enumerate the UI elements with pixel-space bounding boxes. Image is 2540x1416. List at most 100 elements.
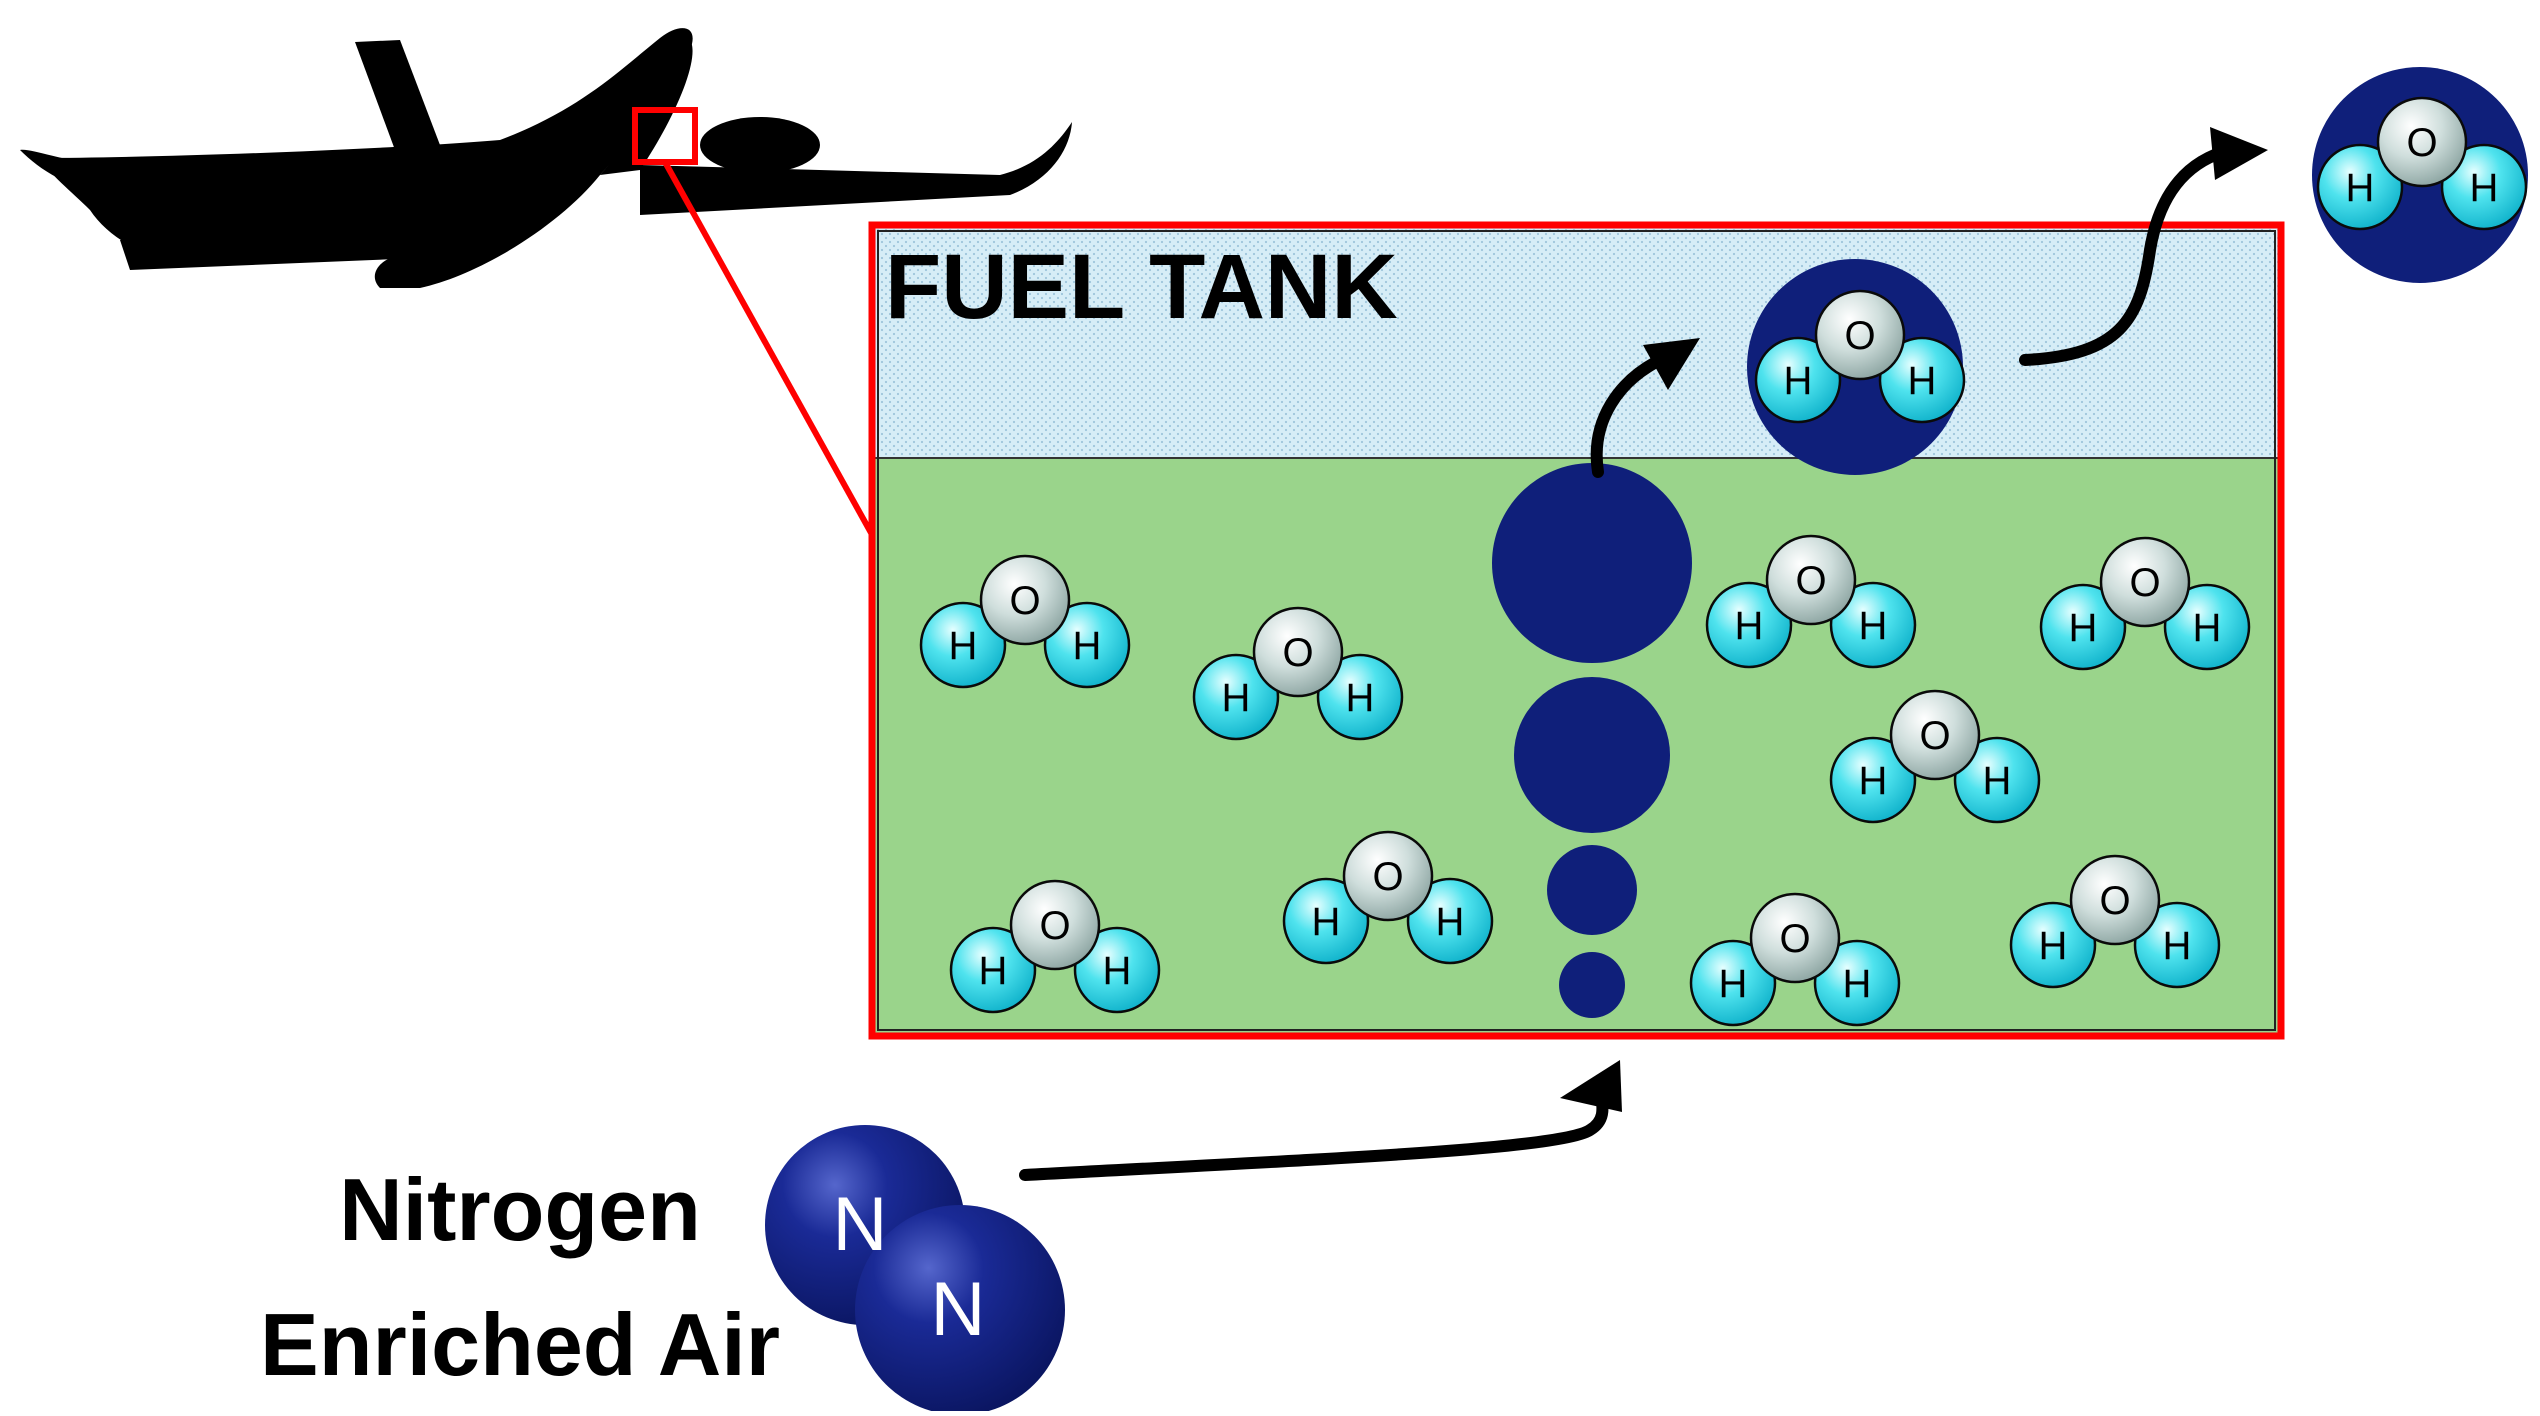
hydrogen-atom-label: H: [1103, 949, 1132, 993]
hydrogen-atom-label: H: [1073, 624, 1102, 668]
water-molecule-icon: H HO: [2316, 96, 2528, 231]
hydrogen-atom-label: H: [2163, 924, 2192, 968]
oxygen-atom-label: O: [1795, 559, 1826, 603]
water-molecule-icon: H HO: [1282, 830, 1494, 965]
water-molecule-icon: H HO: [1192, 606, 1404, 741]
water-molecule-icon: H HO: [2039, 536, 2251, 671]
hydrogen-atom: [1705, 581, 1793, 669]
nitrogen-bubbles: [1492, 463, 1692, 1018]
oxygen-atom: [1009, 879, 1101, 971]
water-molecule-icon: H HO: [919, 554, 1131, 689]
oxygen-atom: [1749, 892, 1841, 984]
oxygen-atom: [1765, 534, 1857, 626]
oxygen-atom-label: O: [1372, 855, 1403, 899]
aircraft-silhouette-icon: [20, 28, 1072, 288]
hydrogen-atom-label: H: [1859, 759, 1888, 803]
nea-label-line1: Nitrogen: [339, 1160, 701, 1259]
oxygen-atom-label: O: [1844, 314, 1875, 358]
oxygen-atom: [1814, 289, 1906, 381]
hydrogen-atom: [919, 601, 1007, 689]
hydrogen-atom: [1878, 336, 1966, 424]
hydrogen-atom: [1282, 877, 1370, 965]
nitrogen-atom-label-1: N: [833, 1182, 888, 1267]
hydrogen-atom: [2163, 583, 2251, 671]
oxygen-atom: [1342, 830, 1434, 922]
tank-inner-border: [877, 230, 2276, 1031]
hydrogen-atom-label: H: [1843, 962, 1872, 1006]
oxygen-atom: [979, 554, 1071, 646]
hydrogen-atom-label: H: [1784, 359, 1813, 403]
hydrogen-atom: [1813, 939, 1901, 1027]
hydrogen-atom: [1073, 926, 1161, 1014]
hydrogen-atom-label: H: [2193, 606, 2222, 650]
oxygen-atom: [2069, 854, 2161, 946]
bubble-small: [1547, 845, 1637, 935]
hydrogen-atom: [1829, 736, 1917, 824]
oxygen-atom: [2099, 536, 2191, 628]
hydrogen-atom-label: H: [1436, 900, 1465, 944]
water-molecule-icon: H HO: [1689, 892, 1901, 1027]
oxygen-atom: [1889, 689, 1981, 781]
hydrogen-atom-label: H: [1719, 962, 1748, 1006]
hydrogen-atom-label: H: [949, 624, 978, 668]
hydrogen-atom: [1829, 581, 1917, 669]
hydrogen-atom-label: H: [1859, 604, 1888, 648]
bubble-tiny: [1559, 952, 1625, 1018]
bubble-large: [1492, 463, 1692, 663]
oxygen-atom: [2376, 96, 2468, 188]
oxygen-atom-label: O: [1282, 631, 1313, 675]
callout-line: [662, 160, 878, 542]
hydrogen-atom: [2009, 901, 2097, 989]
hydrogen-atom-label: H: [2069, 606, 2098, 650]
tank-border: [868, 221, 2285, 1040]
oxygen-atom-label: O: [1779, 917, 1810, 961]
hydrogen-atom: [1754, 336, 1842, 424]
bubble-medium: [1514, 677, 1670, 833]
arrow-bubble-to-ullage: [1590, 354, 1666, 478]
water-molecule-icon: H HO: [1829, 689, 2041, 824]
oxygen-atom-label: O: [2406, 121, 2437, 165]
oxygen-atom-label: O: [1009, 579, 1040, 623]
hydrogen-atom: [1192, 653, 1280, 741]
hydrogen-atom-label: H: [1222, 676, 1251, 720]
hydrogen-atom: [2133, 901, 2221, 989]
oxygen-atom-label: O: [1919, 714, 1950, 758]
hydrogen-atom: [2039, 583, 2127, 671]
oxygen-atom-label: O: [2099, 879, 2130, 923]
nitrogen-atom-label-2: N: [931, 1267, 986, 1352]
water-molecule-icon: H HO: [1705, 534, 1917, 669]
arrowheads: [1560, 127, 2268, 1112]
curved-arrow-icon: [1019, 144, 2236, 1181]
water-molecule-icon: H HO: [2009, 854, 2221, 989]
hydrogen-atom-label: H: [1312, 900, 1341, 944]
hydrogen-atom-label: H: [2470, 166, 2499, 210]
tank-title: FUEL TANK: [885, 236, 1398, 338]
hydrogen-atom: [1689, 939, 1777, 1027]
hydrogen-atom-label: H: [979, 949, 1008, 993]
nitrogen-molecule-icon: N N: [765, 1125, 1065, 1415]
hydrogen-atom-label: H: [1346, 676, 1375, 720]
hydrogen-atom-label: H: [2039, 924, 2068, 968]
water-molecule-icon: H HO: [1754, 289, 1966, 424]
hydrogen-atom: [2316, 143, 2404, 231]
oxygen-atom-label: O: [2129, 561, 2160, 605]
arrow-ullage-to-vent: [2019, 144, 2236, 366]
tank-ullage: [875, 228, 2278, 458]
hydrogen-atom: [1406, 877, 1494, 965]
hydrogen-atom: [1043, 601, 1131, 689]
nea-label-line2: Enriched Air: [260, 1295, 780, 1394]
hydrogen-atom-label: H: [1735, 604, 1764, 648]
arrow-nea-to-tank: [1019, 1074, 1609, 1181]
hydrogen-atom: [949, 926, 1037, 1014]
hydrogen-atom-label: H: [2346, 166, 2375, 210]
hydrogen-atom: [1316, 653, 1404, 741]
oxygen-atom: [1252, 606, 1344, 698]
hydrogen-atom-label: H: [1983, 759, 2012, 803]
hydrogen-atom-label: H: [1908, 359, 1937, 403]
hydrogen-atom: [2440, 143, 2528, 231]
hydrogen-atom: [1953, 736, 2041, 824]
